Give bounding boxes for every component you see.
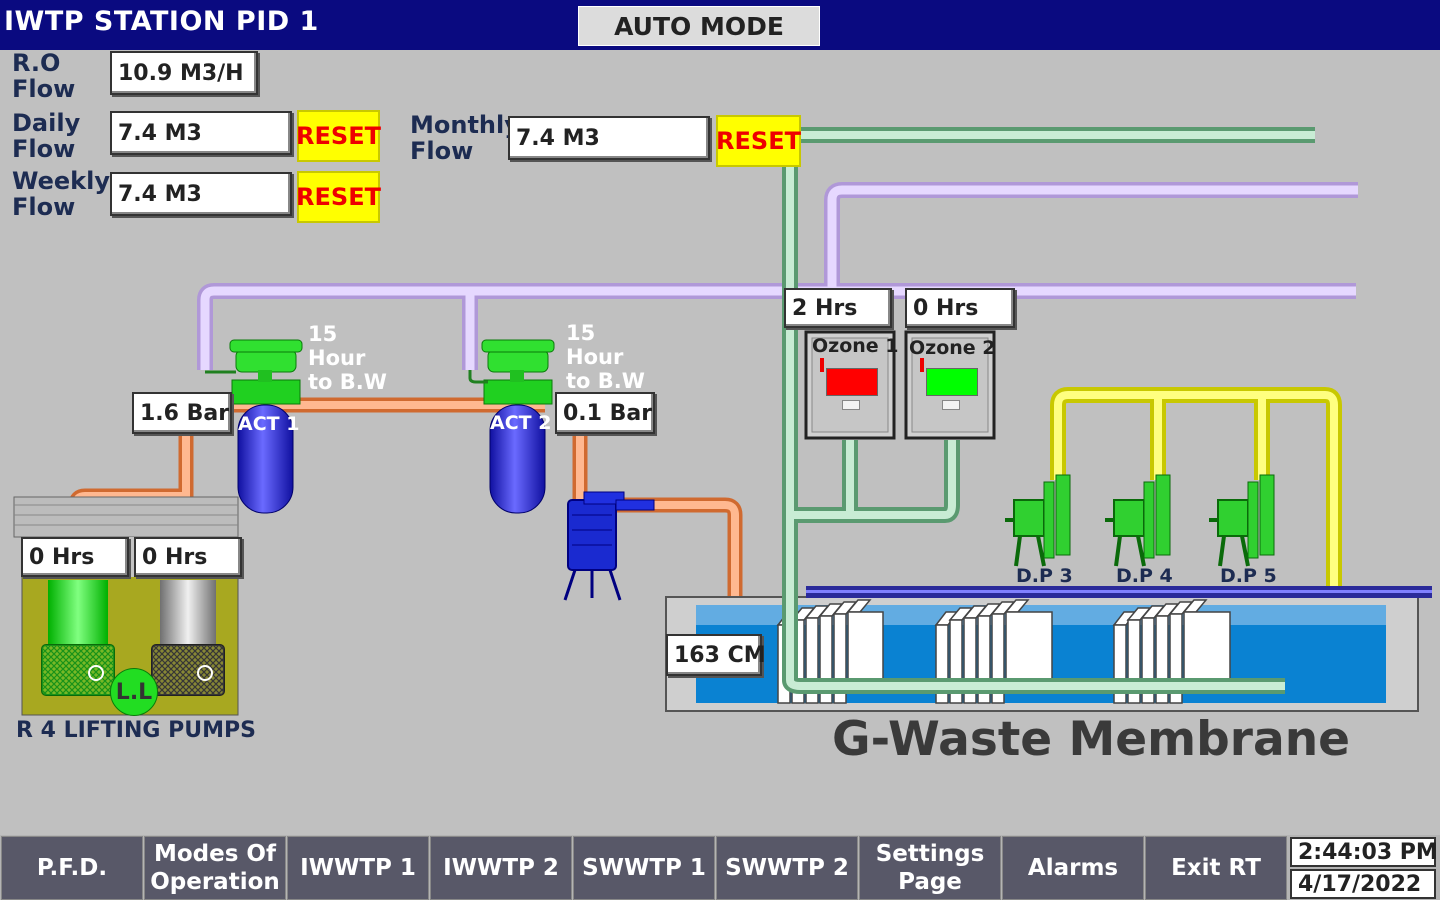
weekly-flow-value: 7.4 M3 xyxy=(110,172,292,216)
nav-swwtp-2[interactable]: SWWTP 2 xyxy=(716,836,858,900)
dosing-pump-3-label: D.P 3 xyxy=(1016,565,1073,587)
nav-settings-page[interactable]: Settings Page xyxy=(859,836,1001,900)
clock-time: 2:44:03 PM xyxy=(1290,837,1438,867)
lilac-pipe xyxy=(200,185,1358,370)
ozone-1-hours: 2 Hrs xyxy=(784,288,892,328)
ro-flow-value: 10.9 M3/H xyxy=(110,51,258,95)
nav-swwtp-1[interactable]: SWWTP 1 xyxy=(573,836,715,900)
actuator-2-graphic xyxy=(468,339,555,514)
nav-iwwtp-1[interactable]: IWWTP 1 xyxy=(287,836,429,900)
ozone-1-status-light[interactable] xyxy=(826,368,878,396)
membrane-title: G-Waste Membrane xyxy=(832,712,1351,767)
daily-flow-value: 7.4 M3 xyxy=(110,111,292,155)
monthly-flow-value: 7.4 M3 xyxy=(508,116,710,160)
nav-alarms[interactable]: Alarms xyxy=(1002,836,1144,900)
dosing-pump-4-graphic xyxy=(1105,474,1171,567)
ozone-1-label: Ozone 1 xyxy=(812,335,899,357)
weekly-flow-label: Weekly Flow xyxy=(12,167,111,221)
membrane-tank-level: 163 CM xyxy=(666,634,766,676)
ozone-2-hours: 0 Hrs xyxy=(905,288,1015,328)
act1-pressure: 1.6 Bar xyxy=(132,392,232,434)
nav-iwwtp-2[interactable]: IWWTP 2 xyxy=(430,836,572,900)
weekly-reset-button[interactable]: RESET xyxy=(296,171,381,223)
ozone-2-switch[interactable] xyxy=(942,400,960,410)
act1-backwash-timer: 15 Hour to B.W xyxy=(308,322,387,394)
act1-label: ACT 1 xyxy=(238,413,300,435)
page-title: IWTP STATION PID 1 xyxy=(4,6,319,37)
nav-pfd[interactable]: P.F.D. xyxy=(1,836,143,900)
auto-mode-indicator[interactable]: AUTO MODE xyxy=(578,6,820,46)
act2-backwash-timer: 15 Hour to B.W xyxy=(566,321,645,393)
dosing-pump-5-graphic xyxy=(1209,474,1275,567)
nav-modes-of-operation[interactable]: Modes Of Operation xyxy=(144,836,286,900)
dosing-pump-3-graphic xyxy=(1005,474,1071,567)
monthly-reset-button[interactable]: RESET xyxy=(716,115,801,167)
lifting-pumps-label: R 4 LIFTING PUMPS xyxy=(16,718,256,743)
act2-pressure: 0.1 Bar xyxy=(555,392,655,434)
ozone-1-switch[interactable] xyxy=(842,400,860,410)
nav-exit-rt[interactable]: Exit RT xyxy=(1145,836,1287,900)
dosing-pump-4-label: D.P 4 xyxy=(1116,565,1173,587)
monthly-flow-label: Monthly Flow xyxy=(410,111,520,165)
yellow-pipe xyxy=(1054,391,1338,635)
actuator-1-graphic xyxy=(205,339,303,514)
process-diagram xyxy=(13,127,1432,716)
clock-date: 4/17/2022 xyxy=(1290,869,1436,899)
ozone-2-label: Ozone 2 xyxy=(909,337,996,359)
lifting-pump-2-hours: 0 Hrs xyxy=(134,537,242,577)
low-level-indicator: L.L xyxy=(110,668,158,716)
ro-flow-label: R.O Flow xyxy=(12,49,76,103)
ozone-2-status-light[interactable] xyxy=(926,368,978,396)
daily-flow-label: Daily Flow xyxy=(12,109,81,163)
lifting-pump-1-hours: 0 Hrs xyxy=(21,537,129,577)
filter-pump-graphic xyxy=(563,491,655,601)
ozone-2-indicator xyxy=(920,358,924,372)
act2-label: ACT 2 xyxy=(490,412,552,434)
dosing-pump-5-label: D.P 5 xyxy=(1220,565,1277,587)
ozone-1-indicator xyxy=(820,358,824,372)
daily-reset-button[interactable]: RESET xyxy=(296,110,381,162)
